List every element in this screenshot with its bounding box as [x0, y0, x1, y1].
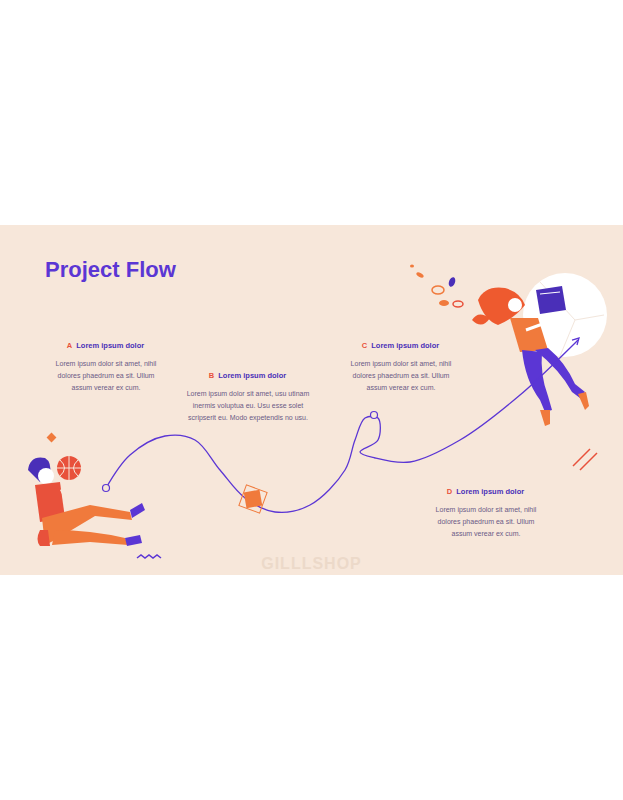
step-heading-row: A Lorem ipsum dolor	[47, 334, 165, 352]
step-body: Lorem ipsum dolor sit amet, usu utinam i…	[186, 388, 310, 424]
step-block: B Lorem ipsum dolorLorem ipsum dolor sit …	[186, 364, 310, 424]
slash-deco	[573, 449, 597, 470]
leaves	[410, 265, 463, 308]
boy-figure	[28, 456, 145, 546]
step-letter: C	[362, 341, 367, 350]
step-heading: Lorem ipsum dolor	[218, 371, 286, 380]
watermark: GILLLSHOP	[0, 555, 623, 573]
milestone-square	[244, 490, 263, 509]
diamond-deco	[47, 433, 57, 443]
step-body: Lorem ipsum dolor sit amet, nihil dolore…	[427, 504, 545, 540]
step-block: C Lorem ipsum dolorLorem ipsum dolor sit …	[342, 334, 460, 394]
step-letter: B	[209, 371, 214, 380]
step-heading: Lorem ipsum dolor	[456, 487, 524, 496]
woman-figure	[472, 286, 589, 426]
step-heading-row: D Lorem ipsum dolor	[427, 480, 545, 498]
step-block: D Lorem ipsum dolorLorem ipsum dolor sit …	[427, 480, 545, 540]
flow-curve	[106, 340, 578, 512]
step-heading: Lorem ipsum dolor	[371, 341, 439, 350]
step-heading-row: B Lorem ipsum dolor	[186, 364, 310, 382]
flow-dot	[371, 412, 378, 419]
squiggle-deco	[137, 555, 161, 558]
step-body: Lorem ipsum dolor sit amet, nihil dolore…	[47, 358, 165, 394]
step-letter: D	[447, 487, 452, 496]
flow-arrowhead	[572, 338, 579, 345]
step-heading-row: C Lorem ipsum dolor	[342, 334, 460, 352]
step-block: A Lorem ipsum dolorLorem ipsum dolor sit …	[47, 334, 165, 394]
step-heading: Lorem ipsum dolor	[76, 341, 144, 350]
step-letter: A	[67, 341, 72, 350]
flow-dot	[103, 485, 110, 492]
slide-title: Project Flow	[45, 257, 176, 283]
milestone-outline	[239, 485, 267, 513]
step-body: Lorem ipsum dolor sit amet, nihil dolore…	[342, 358, 460, 394]
